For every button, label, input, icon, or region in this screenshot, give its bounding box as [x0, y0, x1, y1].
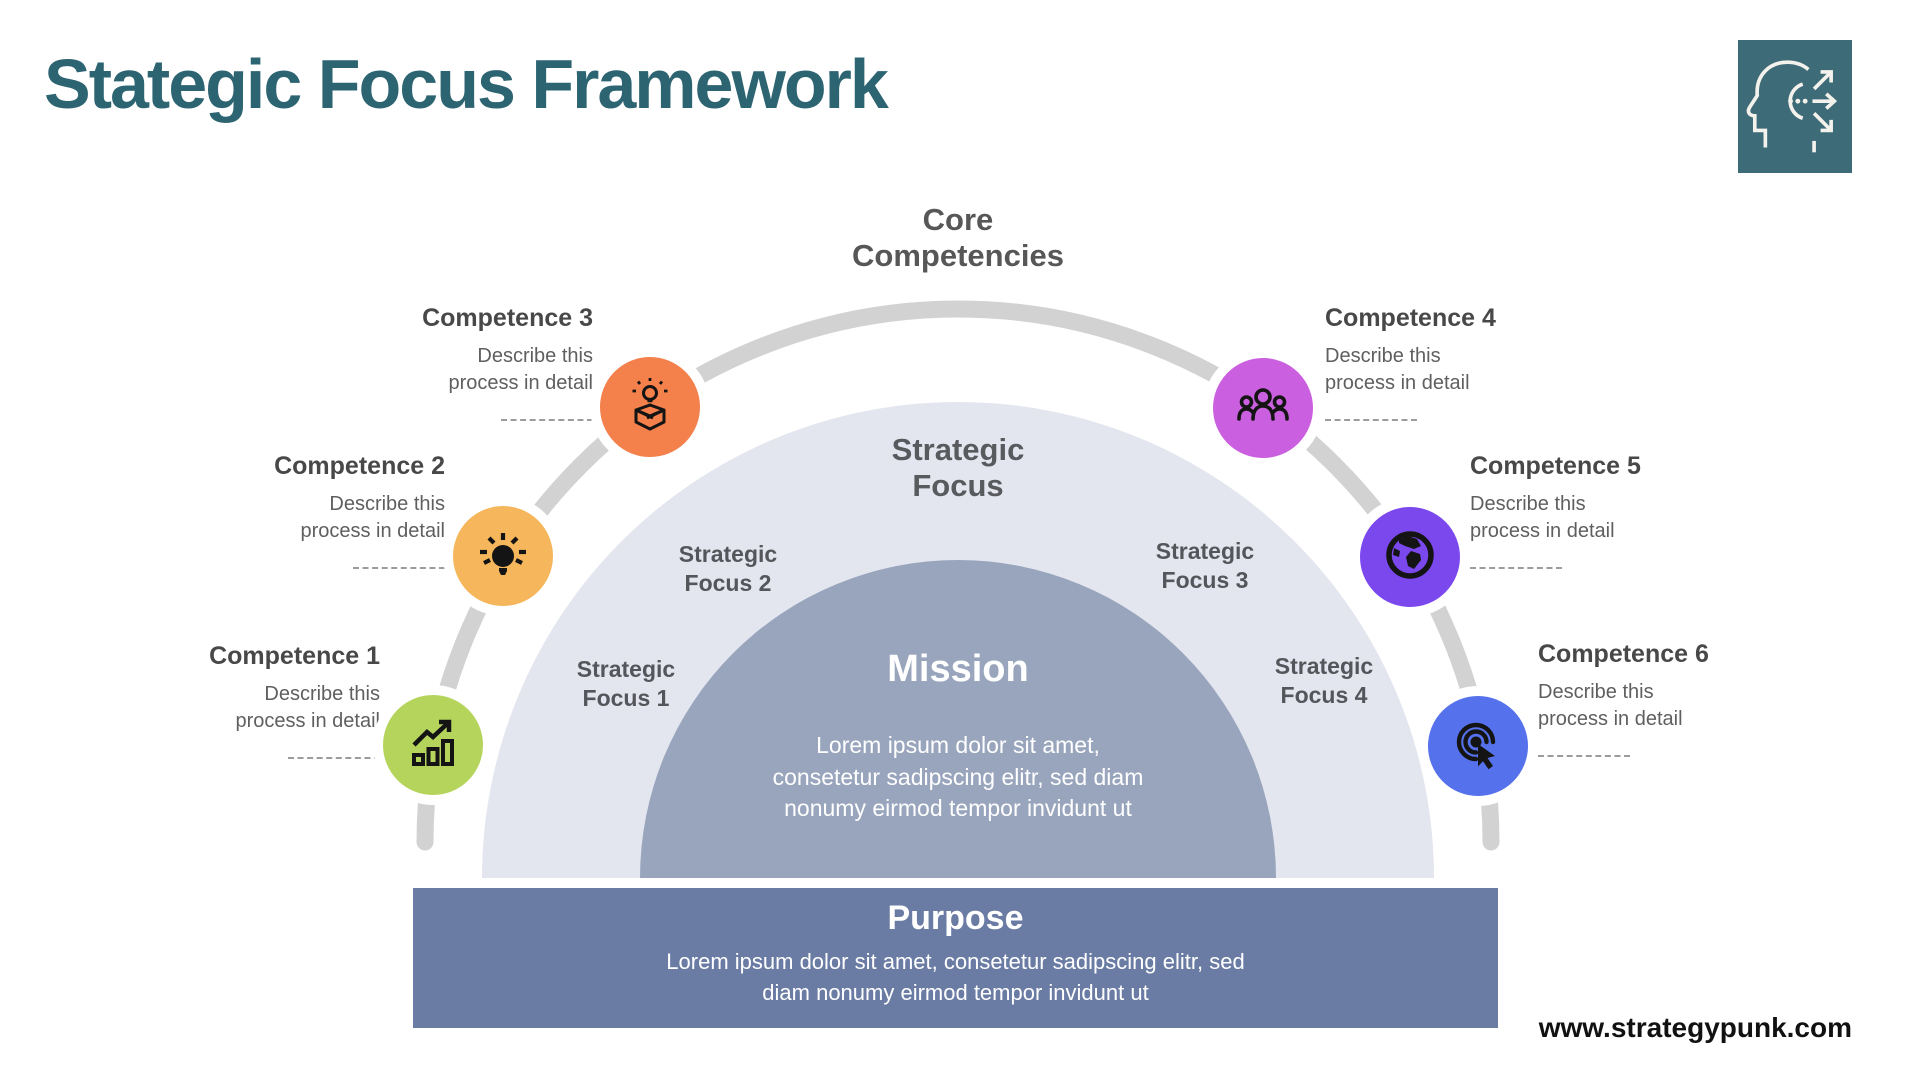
- competence-2-block: Competence 2 Describe this process in de…: [215, 452, 445, 569]
- strategic-focus-item-2: Strategic Focus 2: [678, 541, 778, 596]
- purpose-body: Lorem ipsum dolor sit amet, consetetur s…: [606, 947, 1306, 1009]
- competence-4-circle: [1203, 348, 1323, 468]
- competence-6-block: Competence 6 Describe this process in de…: [1538, 640, 1788, 757]
- competence-6-title: Competence 6: [1538, 640, 1709, 668]
- competence-3-description: Describe this process in detail: [448, 345, 593, 394]
- competence-5-block: Competence 5 Describe this process in de…: [1470, 452, 1720, 569]
- growth-chart-icon: [406, 716, 460, 775]
- competence-4-title: Competence 4: [1325, 304, 1496, 332]
- competence-4-block: Competence 4 Describe this process in de…: [1325, 304, 1575, 421]
- dashed-divider: [1470, 567, 1562, 569]
- mission-semicircle: [640, 560, 1276, 878]
- competence-1-description: Describe this process in detail: [235, 683, 380, 732]
- competence-6-circle: [1418, 686, 1538, 806]
- competence-3-circle: [590, 347, 710, 467]
- dashed-divider: [288, 757, 380, 759]
- competence-2-description: Describe this process in detail: [300, 493, 445, 542]
- mission-line: consetetur sadipscing elitr, sed diam: [772, 763, 1144, 790]
- competence-5-title: Competence 5: [1470, 452, 1641, 480]
- mission-line: nonumy eirmod tempor invidunt ut: [784, 795, 1132, 822]
- brand-logo: [1738, 40, 1852, 173]
- dashed-divider: [1325, 419, 1417, 421]
- competence-4-description: Describe this process in detail: [1325, 345, 1470, 394]
- team-icon: [1234, 377, 1292, 440]
- click-target-icon: [1449, 715, 1507, 778]
- competence-3-block: Competence 3 Describe this process in de…: [363, 304, 593, 421]
- head-with-arrows-logo-icon: [1741, 41, 1849, 172]
- core-competencies-label: Core Competencies: [852, 202, 1064, 273]
- page-title: Stategic Focus Framework: [44, 45, 889, 123]
- lightbulb-icon: [475, 526, 531, 587]
- strategic-focus-item-4: Strategic Focus 4: [1274, 653, 1374, 708]
- mission-title: Mission: [887, 648, 1029, 690]
- competence-1-block: Competence 1 Describe this process in de…: [150, 642, 380, 759]
- competence-5-description: Describe this process in detail: [1470, 493, 1615, 542]
- competence-5-circle: [1350, 497, 1470, 617]
- purpose-bar: Purpose Lorem ipsum dolor sit amet, cons…: [413, 888, 1498, 1028]
- mission-body: Lorem ipsum dolor sit amet, consetetur s…: [738, 730, 1178, 825]
- competence-1-title: Competence 1: [209, 642, 380, 670]
- mission-line: Lorem ipsum dolor sit amet,: [816, 732, 1100, 758]
- purpose-title: Purpose: [887, 899, 1024, 937]
- competence-3-title: Competence 3: [422, 304, 593, 332]
- competence-1-circle: [373, 685, 493, 805]
- dashed-divider: [501, 419, 593, 421]
- competence-2-circle: [443, 496, 563, 616]
- dashed-divider: [1538, 755, 1630, 757]
- purpose-line: Lorem ipsum dolor sit amet, consetetur s…: [666, 949, 1245, 974]
- globe-icon: [1381, 526, 1439, 589]
- website-url: www.strategypunk.com: [1538, 1012, 1852, 1043]
- competence-6-description: Describe this process in detail: [1538, 681, 1683, 730]
- purpose-line: diam nonumy eirmod tempor invidunt ut: [762, 979, 1149, 1005]
- strategic-focus-item-3: Strategic Focus 3: [1155, 538, 1255, 593]
- idea-box-icon: [622, 377, 678, 438]
- strategic-focus-label: Strategic Focus: [891, 432, 1025, 503]
- strategic-focus-item-1: Strategic Focus 1: [576, 656, 676, 711]
- dashed-divider: [353, 567, 445, 569]
- competence-2-title: Competence 2: [274, 452, 445, 480]
